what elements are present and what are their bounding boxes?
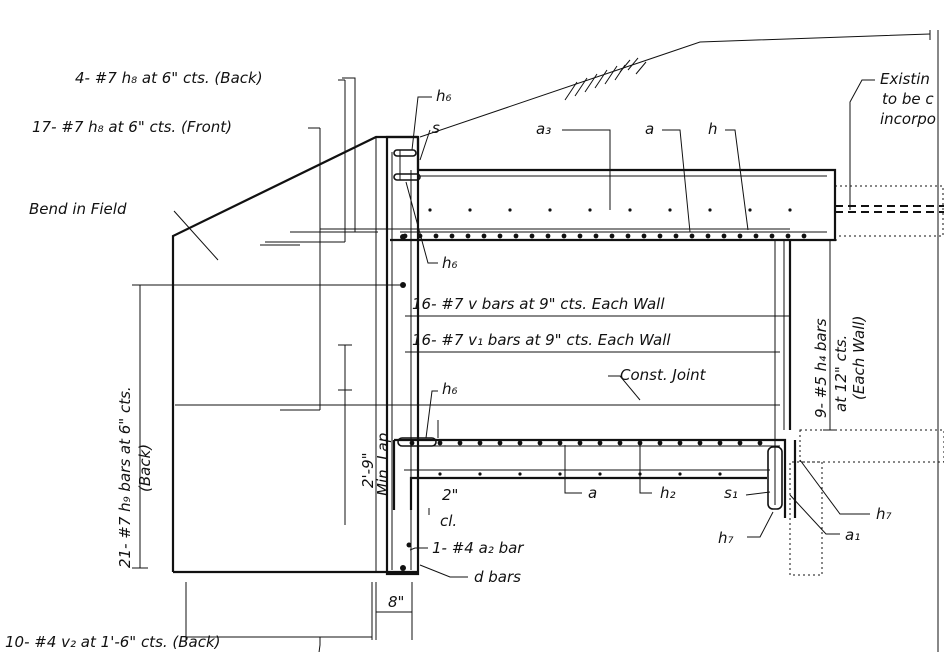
- label-h7-right: h₇: [876, 505, 892, 523]
- dimension-lines: [132, 239, 837, 640]
- label-dim-8: 8": [388, 593, 404, 611]
- label-h4-line2: at 12" cts.: [832, 335, 850, 412]
- label-h8-front: 17- #7 h₈ at 6" cts. (Front): [32, 118, 232, 136]
- label-h6-top: h₆: [436, 87, 452, 105]
- label-h9-line1: 21- #7 h₉ bars at 6" cts.: [116, 386, 134, 568]
- label-existing-2: to be с: [882, 90, 934, 108]
- label-lap-line2: Min. Lap: [374, 433, 392, 496]
- label-h: h: [708, 120, 718, 138]
- label-v-bars: 16- #7 v bars at 9" cts. Each Wall: [412, 295, 665, 313]
- label-h9-line2: (Back): [136, 444, 154, 492]
- label-a2-bar: 1- #4 a₂ bar: [432, 539, 524, 557]
- label-bend-in-field: Bend in Field: [29, 200, 127, 218]
- leader-lines: [173, 77, 875, 652]
- label-h6-mid: h₆: [442, 254, 458, 272]
- label-s: s: [432, 119, 440, 137]
- right-wall: [783, 240, 797, 518]
- label-s1: s₁: [724, 484, 738, 502]
- label-h6-low: h₆: [442, 380, 458, 398]
- label-lap-line1: 2'-9": [359, 452, 377, 488]
- bottom-slab-bars: [409, 440, 763, 476]
- top-slab: [290, 168, 837, 242]
- label-h2: h₂: [660, 484, 676, 502]
- back-bars: [135, 79, 404, 411]
- top-slab-bars: [402, 208, 807, 239]
- label-v2: 10- #4 v₂ at 1'-6" cts. (Back): [5, 633, 221, 651]
- existing-structure: [789, 30, 944, 652]
- label-a: a: [645, 120, 654, 138]
- label-clear-1: 2": [442, 486, 458, 504]
- label-d-bars: d bars: [474, 568, 521, 586]
- hooked-bars: [393, 149, 783, 571]
- label-existing-1: Existin: [880, 70, 930, 88]
- bottom-slab: [175, 404, 787, 518]
- label-const-joint: Const. Joint: [620, 366, 707, 384]
- label-a3: a₃: [536, 120, 551, 138]
- label-h7-low: h₇: [718, 529, 734, 547]
- label-h4-line1: 9- #5 h₄ bars: [812, 318, 830, 418]
- label-a1: a₁: [845, 526, 860, 544]
- label-clear-2: cl.: [440, 512, 457, 530]
- wingwall-outline: [171, 135, 420, 574]
- label-h4-line3: (Each Wall): [850, 316, 868, 400]
- label-a-low: a: [588, 484, 597, 502]
- label-v1-bars: 16- #7 v₁ bars at 9" cts. Each Wall: [412, 331, 671, 349]
- ground-line: [419, 30, 931, 138]
- label-h8-back: 4- #7 h₈ at 6" cts. (Back): [75, 69, 263, 87]
- label-existing-3: incorpo: [880, 110, 936, 128]
